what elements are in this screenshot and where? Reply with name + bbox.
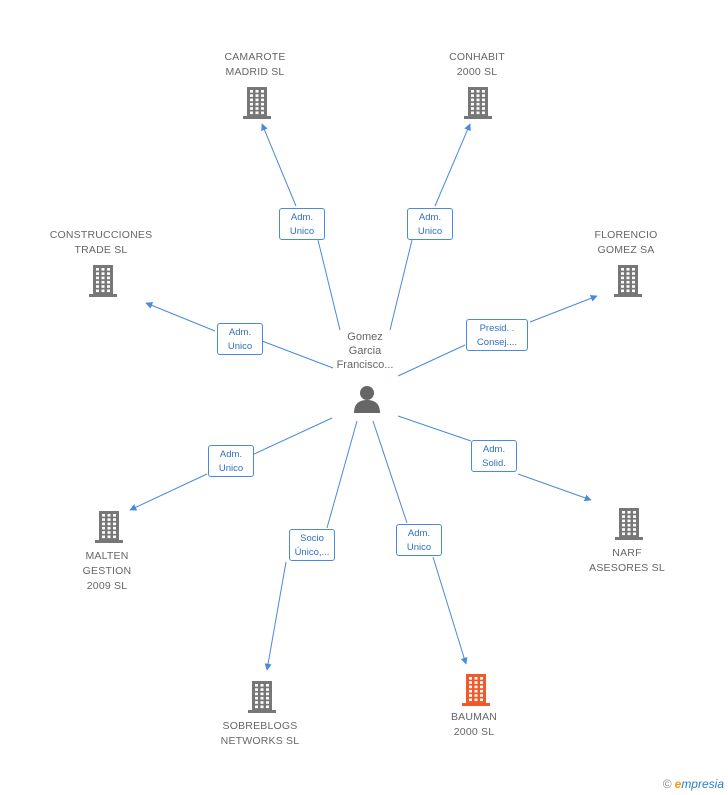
company-name-line: ASESORES SL xyxy=(589,562,665,574)
role-text-line: Unico xyxy=(406,542,432,553)
edge-sobreblogs xyxy=(326,420,358,529)
building-icon[interactable] xyxy=(88,265,118,297)
edge-construcciones xyxy=(261,340,334,369)
company-name-line: 2009 SL xyxy=(86,580,128,592)
edge-arrow-camarote xyxy=(261,123,297,207)
edge-arrow-sobreblogs xyxy=(264,561,287,671)
role-text-line: Adm. xyxy=(290,212,314,223)
company-label-bauman[interactable]: BAUMAN 2000 SL xyxy=(404,710,544,740)
building-icon[interactable] xyxy=(94,511,124,543)
role-text-line: Único,... xyxy=(294,547,330,558)
center-name-line: Gomez xyxy=(347,331,383,343)
copyright-symbol: © xyxy=(662,777,672,791)
company-name-line: CONSTRUCCIONES xyxy=(49,229,153,241)
company-name-line: CAMAROTE xyxy=(224,51,286,63)
person-icon[interactable] xyxy=(352,384,382,414)
company-name-line: SOBREBLOGS xyxy=(222,720,298,732)
building-icon[interactable] xyxy=(614,508,644,540)
company-label-narf[interactable]: NARF ASESORES SL xyxy=(557,546,697,576)
role-text-line: Unico xyxy=(227,341,253,352)
company-label-malten[interactable]: MALTEN GESTION 2009 SL xyxy=(37,549,177,594)
role-label-florencio[interactable]: Presid. . Consej.... xyxy=(466,319,528,351)
role-label-narf[interactable]: Adm. Solid. xyxy=(471,440,517,472)
role-text-line: Adm. xyxy=(418,212,442,223)
brand-initial: e xyxy=(674,777,682,791)
role-label-conhabit[interactable]: Adm. Unico xyxy=(407,208,453,240)
edge-arrow-narf xyxy=(517,473,592,502)
role-label-bauman[interactable]: Adm. Unico xyxy=(396,524,442,556)
building-icon[interactable] xyxy=(242,87,272,119)
edge-camarote xyxy=(317,239,341,331)
edge-conhabit xyxy=(389,239,413,331)
role-text-line: Adm. xyxy=(228,327,252,338)
edge-arrow-construcciones xyxy=(145,302,216,332)
brand-logo: ©empresia xyxy=(663,777,724,791)
role-text-line: Unico xyxy=(289,226,315,237)
role-text-line: Solid. xyxy=(482,458,506,469)
edge-bauman xyxy=(372,420,408,524)
center-name-line: Garcia xyxy=(348,345,382,357)
edge-arrow-bauman xyxy=(432,556,468,665)
company-label-construcciones[interactable]: CONSTRUCCIONES TRADE SL xyxy=(31,228,171,258)
center-person-name[interactable]: Gomez Garcia Francisco... xyxy=(325,330,405,372)
building-icon[interactable] xyxy=(613,265,643,297)
role-label-malten[interactable]: Adm. Unico xyxy=(208,445,254,477)
building-icon[interactable] xyxy=(247,681,277,713)
brand-name: mpresia xyxy=(681,777,724,791)
company-name-line: TRADE SL xyxy=(74,244,128,256)
company-label-camarote[interactable]: CAMAROTE MADRID SL xyxy=(185,50,325,80)
role-label-construcciones[interactable]: Adm. Unico xyxy=(217,323,263,355)
company-name-line: GESTION xyxy=(82,565,132,577)
edge-arrow-malten xyxy=(129,473,208,511)
role-text-line: Unico xyxy=(218,463,244,474)
role-text-line: Socio xyxy=(300,533,324,544)
edge-narf xyxy=(397,415,472,442)
company-name-line: NETWORKS SL xyxy=(220,735,300,747)
company-name-line: 2000 SL xyxy=(456,66,498,78)
company-name-line: NARF xyxy=(612,547,642,559)
center-name-line: Francisco... xyxy=(336,359,394,371)
company-name-line: BAUMAN xyxy=(450,711,498,723)
building-icon[interactable] xyxy=(461,674,491,706)
company-label-sobreblogs[interactable]: SOBREBLOGS NETWORKS SL xyxy=(190,719,330,749)
edge-arrow-conhabit xyxy=(434,123,471,207)
edge-arrow-florencio xyxy=(529,295,598,323)
role-text-line: Adm. xyxy=(407,528,431,539)
role-text-line: Adm. xyxy=(482,444,506,455)
company-name-line: CONHABIT xyxy=(449,51,505,63)
company-name-line: MADRID SL xyxy=(225,66,285,78)
role-text-line: Adm. xyxy=(219,449,243,460)
role-text-line: Consej.... xyxy=(476,337,518,348)
company-label-florencio[interactable]: FLORENCIO GOMEZ SA xyxy=(556,228,696,258)
building-icon[interactable] xyxy=(463,87,493,119)
company-label-conhabit[interactable]: CONHABIT 2000 SL xyxy=(407,50,547,80)
company-name-line: GOMEZ SA xyxy=(597,244,655,256)
company-name-line: 2000 SL xyxy=(453,726,495,738)
edge-florencio xyxy=(397,344,466,377)
edge-malten xyxy=(251,417,333,456)
role-label-camarote[interactable]: Adm. Unico xyxy=(279,208,325,240)
role-text-line: Presid. . xyxy=(479,323,515,334)
company-name-line: MALTEN xyxy=(85,550,129,562)
company-name-line: FLORENCIO xyxy=(594,229,658,241)
role-text-line: Unico xyxy=(417,226,443,237)
